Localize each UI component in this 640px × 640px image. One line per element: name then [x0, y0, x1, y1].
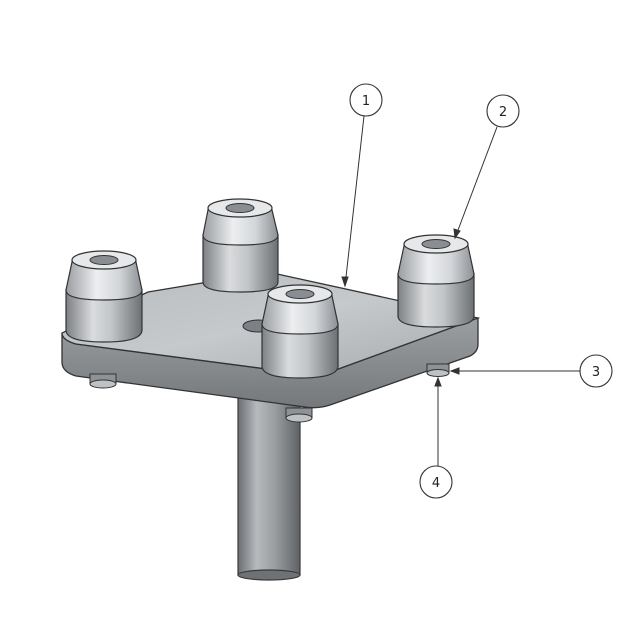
balloon-4: 4 — [419, 465, 453, 499]
arrow-head-1 — [341, 276, 349, 288]
balloon-label-1: 1 — [362, 94, 370, 109]
arrow-head-3 — [449, 367, 460, 375]
leader-line-2 — [454, 126, 498, 239]
bumper-front — [261, 284, 339, 379]
balloon-2: 2 — [486, 94, 520, 128]
leader-line-1 — [344, 115, 365, 287]
arrow-head-4 — [434, 376, 442, 387]
leader-lines — [341, 115, 580, 466]
balloon-label-3: 3 — [592, 365, 600, 380]
balloon-label-4: 4 — [432, 476, 440, 491]
bumper-back — [202, 198, 279, 293]
nut-right — [426, 363, 450, 377]
arrow-head-2 — [453, 228, 461, 240]
nut-left — [89, 373, 117, 389]
balloon-3: 3 — [579, 354, 613, 388]
bumper-left — [65, 250, 143, 343]
balloon-label-2: 2 — [499, 105, 507, 120]
nut-front — [285, 407, 313, 423]
bumper-right — [397, 234, 475, 328]
balloon-1: 1 — [349, 83, 383, 117]
